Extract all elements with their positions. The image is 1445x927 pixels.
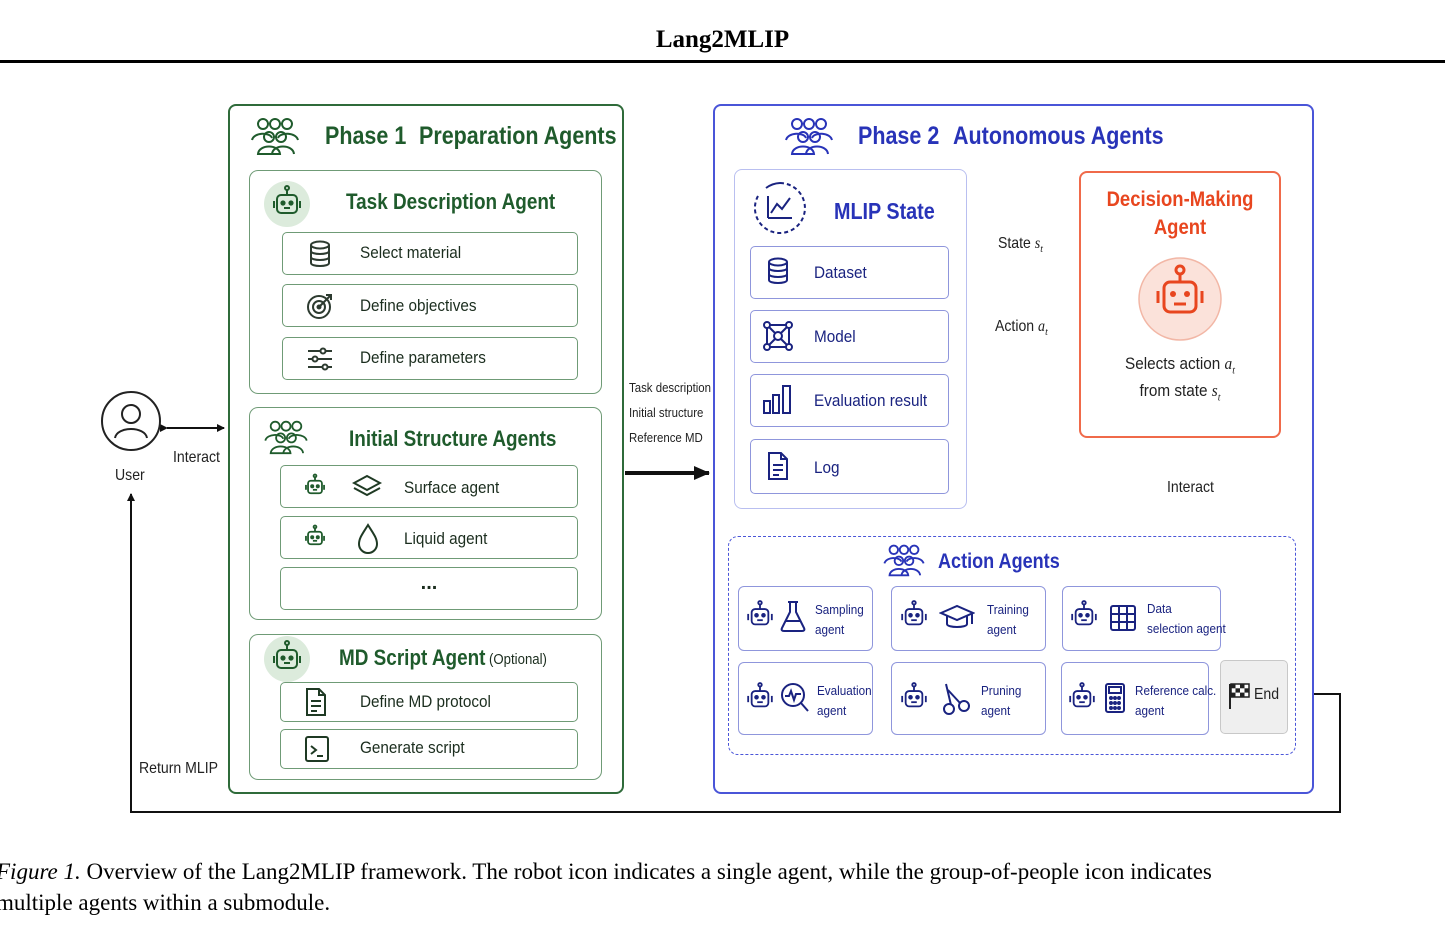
return-mlip-label: Return MLIP (139, 760, 219, 777)
graduation-cap-icon (939, 602, 975, 634)
robot-icon (744, 598, 776, 634)
user-label: User (115, 467, 145, 484)
structure-item-surface (280, 465, 578, 508)
state-arrow-label: State st (998, 235, 1043, 256)
md-script-agent-title: MD Script Agent (339, 645, 486, 670)
robot-icon (898, 680, 930, 716)
phase1-title: Preparation Agents (419, 122, 617, 150)
state-item-label: Log (814, 458, 840, 477)
document-icon (304, 687, 328, 717)
decision-line2: from state st (1139, 381, 1221, 404)
return-mlip-loop (127, 493, 1341, 813)
md-item-protocol (280, 682, 578, 722)
state-item-label: Model (814, 327, 856, 346)
action-arrow-label: Action at (995, 318, 1048, 339)
decision-title-line1: Decision-Making (1106, 188, 1254, 211)
md-item-label: Generate script (360, 738, 465, 757)
user-interact-label: Interact (173, 449, 220, 466)
robot-icon (1066, 680, 1098, 716)
state-item-dataset (750, 246, 949, 299)
terminal-icon (304, 735, 330, 763)
flask-icon (780, 600, 806, 632)
bar-chart-icon (762, 383, 794, 415)
md-item-label: Define MD protocol (360, 692, 491, 711)
state-item-model (750, 310, 949, 363)
database-icon (766, 256, 790, 286)
robot-icon (898, 598, 930, 634)
header-rule (0, 60, 1445, 63)
structure-item-label: Surface agent (404, 478, 500, 497)
decision-title-line2: Agent (1153, 216, 1207, 239)
task-description-agent-title: Task Description Agent (346, 189, 556, 214)
caption-line1: Overview of the Lang2MLIP framework. The… (86, 859, 1212, 884)
robot-icon (264, 636, 310, 682)
scissors-icon (942, 682, 972, 716)
ellipsis-text: ... (420, 572, 438, 594)
task-item-label: Define objectives (360, 296, 477, 315)
table-grid-icon (1109, 604, 1137, 632)
structure-item-more (280, 567, 578, 610)
task-item-select-material (282, 232, 578, 275)
structure-item-liquid (280, 516, 578, 559)
mlip-state-title: MLIP State (834, 198, 935, 224)
document-icon (766, 450, 790, 482)
action-agents-box (728, 536, 1296, 755)
calculator-icon (1104, 682, 1126, 714)
action-agents-title: Action Agents (938, 550, 1060, 573)
target-icon (306, 292, 334, 320)
chart-trend-icon (752, 180, 808, 236)
action-agent-label: Reference calc.agent (1135, 683, 1217, 718)
robot-icon (264, 181, 310, 227)
decision-line1: Selects action at (1125, 354, 1235, 377)
structure-item-label: Liquid agent (404, 529, 488, 548)
robot-icon (1137, 253, 1223, 341)
droplet-icon (356, 523, 380, 555)
database-icon (308, 240, 332, 268)
action-agent-sampling (738, 586, 873, 651)
state-item-label: Dataset (814, 263, 867, 282)
group-people-icon (882, 543, 926, 577)
phase1-number: Phase 1 (325, 122, 407, 150)
md-optional-label: (Optional) (489, 651, 547, 668)
task-item-define-objectives (282, 284, 578, 327)
magnifier-pulse-icon (780, 682, 810, 714)
page-header-title: Lang2MLIP (655, 26, 790, 53)
phase2-number: Phase 2 (858, 122, 940, 150)
group-people-icon (784, 116, 834, 156)
action-agent-evaluation (738, 662, 873, 735)
state-item-log (750, 439, 949, 494)
state-item-label: Evaluation result (814, 391, 928, 410)
robot-icon (299, 471, 331, 503)
initial-structure-agents-title: Initial Structure Agents (349, 426, 557, 451)
robot-icon (744, 680, 776, 716)
handoff-initial-structure: Initial structure (629, 405, 704, 420)
group-people-icon (250, 116, 300, 156)
action-agent-training (891, 586, 1046, 651)
task-item-label: Define parameters (360, 348, 486, 367)
action-agent-data-selection (1062, 586, 1221, 651)
sliders-icon (306, 345, 334, 373)
decision-interact-label: Interact (1167, 479, 1214, 496)
handoff-task-description: Task description (629, 380, 712, 395)
robot-icon (1068, 598, 1100, 634)
checkered-flag-icon (1228, 682, 1250, 710)
layers-icon (352, 474, 382, 500)
end-label: End (1254, 686, 1280, 703)
user-icon (100, 390, 162, 452)
caption-label: Figure 1. (0, 859, 81, 884)
md-item-script (280, 729, 578, 769)
network-icon (762, 320, 794, 352)
figure-caption: Figure 1. Overview of the Lang2MLIP fram… (0, 856, 1441, 918)
handoff-reference-md: Reference MD (629, 430, 703, 445)
robot-icon (299, 522, 331, 554)
caption-line2: multiple agents within a submodule. (0, 890, 331, 915)
phase2-title: Autonomous Agents (953, 122, 1164, 150)
task-item-label: Select material (360, 243, 462, 262)
group-people-icon (263, 419, 309, 455)
